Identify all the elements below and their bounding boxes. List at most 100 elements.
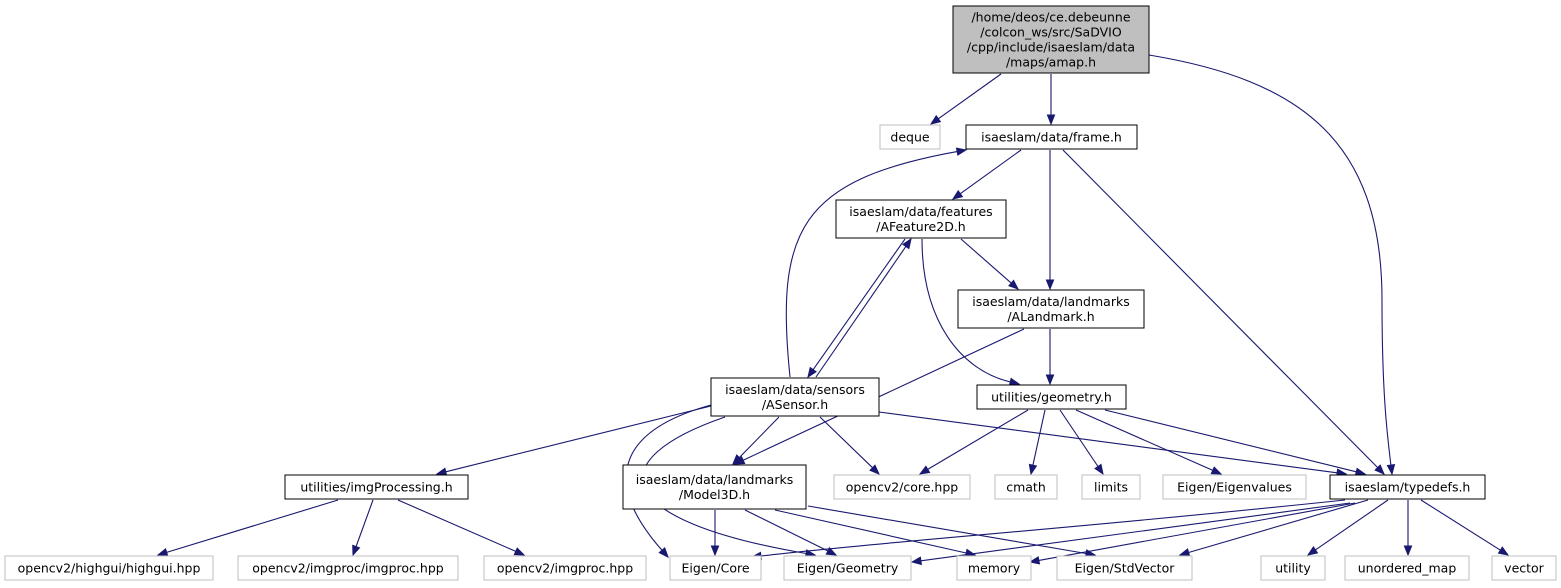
- node-geometry[interactable]: utilities/geometry.h: [976, 384, 1127, 410]
- edge-line: [1062, 149, 1379, 468]
- edge-frame-to-typedefs: [1062, 149, 1385, 475]
- node-label-line: opencv2/imgproc/imgproc.hpp: [252, 561, 443, 576]
- node-imgprocessing[interactable]: utilities/imgProcessing.h: [284, 474, 469, 500]
- node-label-line: vector: [1504, 561, 1545, 576]
- node-label-line: deque: [890, 130, 929, 145]
- edge-line: [738, 416, 780, 458]
- arrowhead-icon: [710, 545, 720, 557]
- node-box: [994, 474, 1058, 500]
- edge-line: [937, 73, 1002, 120]
- node-label-line: Eigen/Geometry: [797, 561, 899, 576]
- edge-line: [921, 238, 1011, 383]
- node-label-line: isaeslam/data/features: [849, 204, 992, 219]
- node-label-line: /colcon_ws/src/SaDVIO: [980, 25, 1122, 40]
- node-label-line: Eigen/Core: [681, 561, 749, 576]
- edge-typedefs-to-eigengeometry: [910, 502, 1351, 566]
- edge-imgprocessing-to-imgproc: [397, 499, 526, 556]
- arrowhead-icon: [1306, 546, 1319, 556]
- node-box: [483, 555, 647, 581]
- node-box: [1344, 555, 1470, 581]
- edge-typedefs-to-eigencore: [750, 499, 1346, 561]
- node-box: [956, 555, 1032, 581]
- node-label-line: isaeslam/typedefs.h: [1345, 480, 1471, 495]
- node-highgui: opencv2/highgui/highgui.hpp: [4, 555, 214, 581]
- node-unordered_map: unordered_map: [1344, 555, 1470, 581]
- arrowhead-icon: [1403, 545, 1413, 557]
- node-frame[interactable]: isaeslam/data/frame.h: [965, 124, 1138, 150]
- node-box: [4, 555, 214, 581]
- edge-line: [785, 151, 958, 378]
- edge-amap-to-deque: [929, 73, 1002, 125]
- arrowhead-icon: [1178, 548, 1191, 557]
- graph-edges: [156, 54, 1510, 566]
- edge-line: [959, 149, 1022, 195]
- node-label-line: Eigen/Eigenvalues: [1177, 480, 1292, 495]
- node-utility: utility: [1260, 555, 1326, 581]
- edge-typedefs-to-utility: [1306, 499, 1389, 556]
- edge-asensor-to-cvcore: [819, 416, 880, 475]
- node-label-line: utilities/imgProcessing.h: [300, 480, 452, 495]
- node-label-line: /AFeature2D.h: [876, 219, 965, 234]
- node-box: [1081, 474, 1141, 500]
- arrowhead-icon: [869, 464, 880, 475]
- edge-line: [760, 499, 1346, 557]
- arrowhead-icon: [807, 366, 817, 379]
- node-model3d[interactable]: isaeslam/data/landmarks/Model3D.h: [622, 464, 807, 510]
- node-amap[interactable]: /home/deos/ce.debeunne/colcon_ws/src/SaD…: [952, 5, 1150, 74]
- node-box: [237, 555, 459, 581]
- node-label-line: isaeslam/data/landmarks: [636, 472, 793, 487]
- edge-amap-to-typedefs: [1148, 54, 1396, 476]
- node-asensor[interactable]: isaeslam/data/sensors/ASensor.h: [710, 377, 880, 417]
- edge-line: [742, 328, 1025, 461]
- arrowhead-icon: [902, 237, 912, 250]
- edge-geometry-to-typedefs: [1104, 409, 1367, 476]
- edge-line: [1315, 499, 1389, 551]
- edge-line: [1420, 499, 1501, 551]
- arrowhead-icon: [825, 546, 838, 556]
- edge-line: [807, 505, 1087, 555]
- node-box: [1260, 555, 1326, 581]
- node-typedefs[interactable]: isaeslam/typedefs.h: [1329, 474, 1486, 500]
- edge-line: [445, 405, 712, 473]
- arrowhead-icon: [1008, 279, 1020, 290]
- edge-line: [920, 502, 1351, 562]
- node-imgproc_imgproc: opencv2/imgproc/imgproc.hpp: [237, 555, 459, 581]
- node-afeature[interactable]: isaeslam/data/features/AFeature2D.h: [835, 199, 1007, 239]
- arrowhead-icon: [733, 456, 746, 465]
- edge-line: [927, 409, 1029, 470]
- node-vector: vector: [1491, 555, 1557, 581]
- node-cmath: cmath: [994, 474, 1058, 500]
- node-limits: limits: [1081, 474, 1141, 500]
- edge-geometry-to-cmath: [1028, 409, 1046, 476]
- edge-geometry-to-eigenvalues: [1075, 409, 1223, 475]
- node-memory: memory: [956, 555, 1032, 581]
- edge-line: [1104, 409, 1357, 473]
- node-box: [833, 474, 971, 500]
- arrowhead-icon: [1354, 467, 1367, 476]
- edge-line: [355, 499, 374, 547]
- edge-imgprocessing-to-highgui: [156, 499, 339, 557]
- edge-asensor-to-frame: [785, 147, 968, 378]
- edge-line: [397, 499, 517, 552]
- arrowhead-icon: [156, 548, 169, 557]
- node-label-line: opencv2/imgproc.hpp: [497, 561, 633, 576]
- edge-line: [625, 404, 712, 551]
- node-box: [783, 555, 912, 581]
- arrowhead-icon: [929, 114, 942, 125]
- arrowhead-icon: [352, 544, 361, 557]
- edge-geometry-to-limits: [1059, 409, 1104, 476]
- edge-alandmark-to-geometry: [1045, 329, 1055, 386]
- node-stdvector: Eigen/StdVector: [1056, 555, 1193, 581]
- arrowhead-icon: [955, 147, 968, 156]
- arrowhead-icon: [1374, 464, 1385, 475]
- node-label-line: /home/deos/ce.debeunne: [971, 10, 1130, 25]
- edge-line: [1075, 409, 1214, 471]
- node-alandmark[interactable]: isaeslam/data/landmarks/ALandmark.h: [957, 289, 1145, 329]
- node-box: [952, 5, 1150, 74]
- node-label-line: utilities/geometry.h: [991, 390, 1112, 405]
- edge-line: [1038, 502, 1356, 561]
- node-box: [965, 124, 1138, 150]
- node-box: [1056, 555, 1193, 581]
- arrowhead-icon: [658, 547, 669, 559]
- node-eigenvalues: Eigen/Eigenvalues: [1162, 474, 1307, 500]
